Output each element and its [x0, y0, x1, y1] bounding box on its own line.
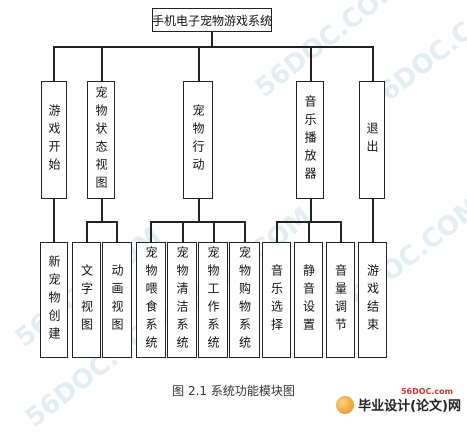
- submodule-label: 宠物清洁系统: [175, 246, 189, 354]
- module-music-player: 音乐播放器: [296, 81, 324, 199]
- connector: [53, 199, 55, 242]
- submodule-text-view: 文字视图: [72, 242, 101, 358]
- module-label: 宠物状态视图: [94, 86, 108, 194]
- submodule-animation-view: 动画视图: [102, 242, 132, 358]
- submodule-feeding: 宠物喂食系统: [136, 242, 166, 358]
- connector: [276, 221, 278, 242]
- connector: [340, 221, 342, 242]
- connector: [101, 46, 103, 81]
- connector: [116, 221, 118, 242]
- connector: [211, 32, 213, 46]
- module-label: 音乐播放器: [303, 95, 317, 185]
- connector: [244, 221, 246, 242]
- module-exit: 退出: [359, 81, 385, 199]
- submodule-label: 音乐选择: [269, 264, 284, 336]
- function-module-diagram: 56DOC.COM 56DOC.COM 56DOC.COM 56DOC.COM …: [10, 0, 467, 434]
- submodule-label: 宠物购物系统: [237, 246, 252, 354]
- figure-caption: 图 2.1 系统功能模块图: [172, 384, 295, 398]
- submodule-cleaning: 宠物清洁系统: [167, 242, 197, 358]
- connector: [310, 199, 312, 221]
- connector: [182, 221, 184, 242]
- submodule-label: 动画视图: [110, 264, 124, 336]
- connector: [101, 199, 103, 221]
- submodule-label: 宠物喂食系统: [144, 246, 158, 354]
- connector: [86, 221, 117, 223]
- connector: [372, 199, 374, 242]
- connector: [310, 46, 312, 81]
- module-label: 游戏开始: [47, 104, 61, 176]
- module-pet-action: 宠物行动: [183, 81, 213, 199]
- submodule-music-select: 音乐选择: [262, 242, 291, 358]
- connector: [86, 221, 88, 242]
- connector: [53, 46, 372, 48]
- module-pet-status-view: 宠物状态视图: [87, 81, 115, 199]
- root-node: 手机电子宠物游戏系统: [152, 8, 272, 32]
- connector: [198, 199, 200, 221]
- submodule-mute-setting: 静音设置: [294, 242, 323, 358]
- brand-site: 56DOC.com: [400, 387, 453, 396]
- submodule-label: 静音设置: [301, 264, 316, 336]
- submodule-label: 游戏结束: [365, 264, 380, 336]
- connector: [53, 46, 55, 81]
- connector: [213, 221, 215, 242]
- module-game-start: 游戏开始: [41, 81, 67, 199]
- brand-logo-icon: [336, 395, 355, 414]
- connector: [150, 221, 245, 223]
- connector: [198, 46, 200, 81]
- connector: [308, 221, 310, 242]
- submodule-game-end: 游戏结束: [358, 242, 387, 358]
- submodule-working: 宠物工作系统: [198, 242, 228, 358]
- submodule-label: 文字视图: [79, 264, 94, 336]
- module-label: 退出: [365, 122, 379, 158]
- submodule-label: 新宠物创建: [47, 255, 61, 345]
- submodule-volume-adjust: 音量调节: [326, 242, 355, 358]
- submodule-shopping: 宠物购物系统: [229, 242, 260, 358]
- submodule-new-pet: 新宠物创建: [40, 242, 68, 358]
- module-label: 宠物行动: [191, 104, 205, 176]
- submodule-label: 音量调节: [333, 264, 348, 336]
- brand-text: 毕业设计(论文)网: [358, 399, 461, 414]
- brand-badge: 毕业设计(论文)网: [336, 395, 461, 414]
- root-label: 手机电子宠物游戏系统: [152, 13, 273, 28]
- connector: [150, 221, 152, 242]
- connector: [372, 46, 374, 81]
- submodule-label: 宠物工作系统: [206, 246, 220, 354]
